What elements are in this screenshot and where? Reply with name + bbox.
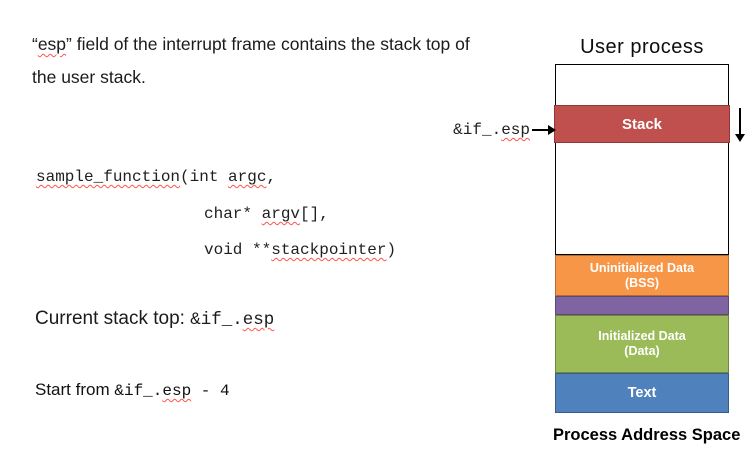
intro-line2-text: the user stack. <box>32 67 146 87</box>
code-text: , <box>266 168 277 186</box>
stack-growth-arrow-line <box>739 108 741 134</box>
current-stack-top-line: Current stack top: &if_.esp <box>35 308 274 330</box>
esp-pointer-esp: esp <box>501 121 530 139</box>
intro-paragraph: “esp” field of the interrupt frame conta… <box>32 28 470 94</box>
function-name: sample_function <box>36 168 181 186</box>
stack-top-code: &if_. <box>190 310 243 330</box>
code-text: ) <box>386 241 397 259</box>
user-process-box <box>555 64 729 255</box>
bss-label-line1: Uninitialized Data <box>589 260 695 275</box>
arg-stackpointer: stackpointer <box>271 241 387 259</box>
data-segment: Initialized Data (Data) <box>555 315 729 373</box>
stack-top-esp: esp <box>242 310 275 330</box>
arg-argc: argc <box>228 168 267 186</box>
current-stack-top-label: Current stack top: <box>35 308 191 329</box>
diagram-title: User process <box>580 36 704 58</box>
data-label-line1: Initialized Data <box>598 329 686 343</box>
code-line-argv: char* argv[], <box>204 205 329 223</box>
esp-pointer-label: &if_.esp <box>430 121 530 139</box>
stack-segment-label: Stack <box>621 115 663 133</box>
arg-argv: argv <box>261 205 301 223</box>
intro-line-2: the user stack. <box>32 61 470 94</box>
start-from-label: Start from <box>35 380 115 399</box>
bss-label-line2: (BSS) <box>624 275 660 290</box>
text-segment-label: Text <box>627 384 657 401</box>
code-line-stackpointer: void **stackpointer) <box>204 241 396 259</box>
stack-growth-arrow-icon <box>735 134 745 142</box>
esp-term: esp <box>37 34 67 54</box>
esp-pointer-pre: &if_. <box>453 121 502 139</box>
start-from-line: Start from &if_.esp - 4 <box>35 380 230 400</box>
start-from-esp: esp <box>162 382 192 400</box>
esp-arrow-line <box>532 129 549 131</box>
open-quote: “ <box>32 34 38 54</box>
unlabeled-segment <box>555 296 729 315</box>
code-line-signature: sample_function(int argc, <box>36 168 276 186</box>
start-from-offset: - 4 <box>191 382 230 400</box>
code-text: void ** <box>204 241 272 259</box>
text-segment: Text <box>555 373 729 413</box>
start-from-code: &if_. <box>114 382 163 400</box>
bss-segment: Uninitialized Data (BSS) <box>555 255 729 296</box>
intro-line-1: “esp” field of the interrupt frame conta… <box>32 28 470 61</box>
code-text: char* <box>204 205 262 223</box>
esp-arrow-icon <box>548 125 556 135</box>
intro-line1-text: ” field of the interrupt frame contains … <box>66 34 470 54</box>
stack-segment: Stack <box>554 105 730 143</box>
code-text: [], <box>300 205 329 223</box>
code-text: (int <box>180 168 229 186</box>
diagram-caption: Process Address Space <box>553 426 741 444</box>
data-label-line2: (Data) <box>624 344 660 358</box>
